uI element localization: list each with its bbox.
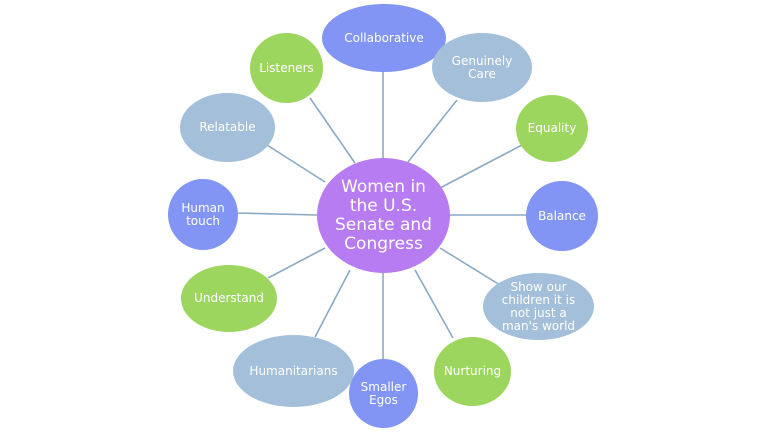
connector-humanitarians bbox=[314, 269, 351, 338]
node-genuinely-care: Genuinely Care bbox=[432, 33, 532, 102]
node-equality: Equality bbox=[516, 95, 588, 162]
node-nurturing: Nurturing bbox=[434, 337, 511, 406]
center-node: Women in the U.S. Senate and Congress bbox=[317, 158, 450, 273]
connector-nurturing bbox=[414, 269, 454, 339]
connector-equality bbox=[439, 144, 523, 189]
connector-human-touch bbox=[235, 212, 318, 216]
node-collaborative: Collaborative bbox=[322, 4, 446, 72]
connector-show-our-children bbox=[439, 247, 501, 286]
node-balance: Balance bbox=[526, 181, 598, 251]
node-understand: Understand bbox=[181, 265, 277, 332]
connector-relatable bbox=[266, 144, 326, 183]
node-listeners: Listeners bbox=[250, 33, 323, 103]
node-smaller-egos: Smaller Egos bbox=[349, 359, 418, 428]
connector-listeners bbox=[309, 97, 356, 164]
node-show-our-children: Show our children it is not just a man's… bbox=[483, 273, 594, 340]
node-human-touch: Human touch bbox=[168, 179, 238, 250]
node-humanitarians: Humanitarians bbox=[233, 335, 354, 407]
connector-genuinely-care bbox=[407, 99, 458, 163]
connector-understand bbox=[267, 247, 326, 279]
node-relatable: Relatable bbox=[180, 93, 275, 162]
